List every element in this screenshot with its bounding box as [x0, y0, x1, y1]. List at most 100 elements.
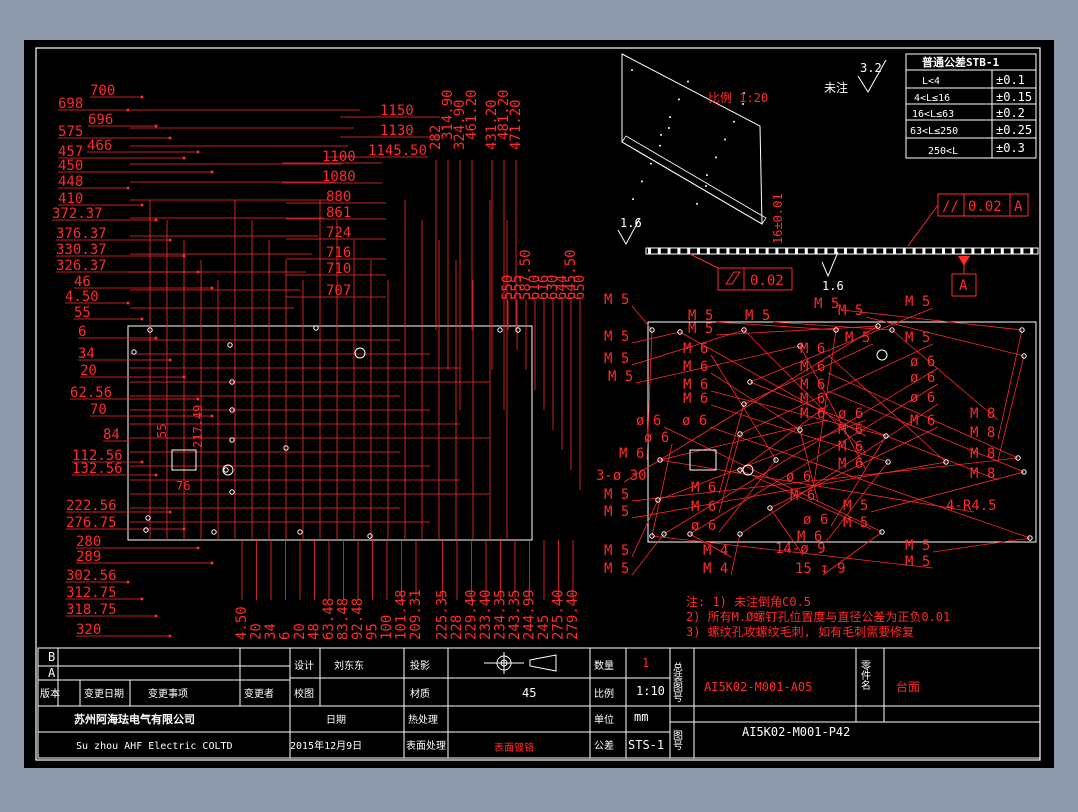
holes	[131, 69, 1034, 541]
side-tick-30	[942, 248, 945, 254]
side-tick-32	[961, 248, 965, 254]
label-drawing-no: 图号	[671, 730, 683, 751]
hole-leader-38	[749, 381, 999, 481]
hole-right-13	[797, 427, 803, 433]
hole-leader-9	[749, 307, 934, 383]
side-tick-9	[736, 248, 740, 254]
hole-label-4: M 5	[688, 308, 713, 324]
hole-label-3: M 5	[608, 369, 633, 385]
hole-right-11	[737, 431, 743, 437]
mid-dim-3: 1145.50	[368, 143, 427, 159]
hole-label-48: M 5	[843, 515, 868, 531]
hole-label-22: ø 6	[910, 354, 935, 370]
hole-right-7	[1019, 327, 1025, 333]
rough-mid-value: 1.6	[822, 279, 844, 293]
bottom-dim-16: 233.40	[478, 589, 494, 640]
hole-leader-23	[689, 383, 939, 535]
hole-right-12	[773, 457, 779, 463]
parallelism-symbol: //	[942, 199, 959, 215]
hole-label-52: M 4	[703, 543, 728, 559]
hole-label-17: M 6	[800, 359, 825, 375]
label-material: 材质	[410, 687, 430, 700]
scale-value: 1:10	[636, 684, 665, 698]
hole-left-5	[229, 379, 235, 385]
hole-label-45: M 5	[604, 504, 629, 520]
mid-dim-4: 1080	[322, 169, 356, 185]
left-dim-28: 302.56	[66, 568, 117, 584]
left-dim-tick-10	[168, 238, 172, 242]
left-dim-tick-1	[140, 95, 144, 99]
hole-leader-28	[651, 443, 673, 537]
bottom-dim-20: 245	[536, 615, 552, 640]
hole-label-21: ø 6	[838, 406, 863, 422]
right-vdim-2: 587.50	[518, 249, 534, 300]
side-tick-21	[853, 248, 857, 254]
hole-left-16	[229, 489, 235, 495]
iso-hole-3	[742, 102, 744, 105]
hole-left-15	[515, 327, 521, 333]
tol-value-1: ±0.15	[996, 90, 1032, 104]
hole-label-13: M 6	[683, 359, 708, 375]
tol-value-3: ±0.25	[996, 123, 1032, 137]
hole-left-4	[313, 325, 319, 331]
hole-leader-11	[739, 343, 934, 435]
hole-label-0: M 5	[604, 292, 629, 308]
label-scale: 比例	[594, 687, 614, 700]
bottom-dim-9: 95	[365, 623, 381, 640]
hole-label-32: M 6	[838, 456, 863, 472]
roughness-symbol: 3.2	[857, 59, 887, 93]
label-tolerance: 公差	[594, 739, 614, 752]
designer-name: 刘东东	[334, 659, 364, 672]
hole-leader-18	[827, 390, 1025, 473]
hole-left-3	[354, 347, 366, 359]
side-tick-18	[824, 248, 828, 254]
hole-leader-15	[710, 404, 889, 463]
left-dim-27: 289	[76, 549, 101, 565]
hole-leader-39	[718, 403, 745, 495]
bottom-dim-10: 100	[379, 615, 395, 640]
right-vdim-6: 644	[554, 275, 570, 300]
hole-leader-7	[841, 309, 1023, 331]
scale-note: 比例 1:20	[708, 91, 768, 105]
side-tick-36	[1000, 248, 1004, 254]
left-dim-0: 698	[58, 96, 83, 112]
tolerance-value: STS-1	[628, 738, 664, 752]
hole-label-51: M 5	[604, 561, 629, 577]
hole-leader-1	[631, 331, 681, 344]
hole-label-14: M 6	[683, 377, 708, 393]
hole-left-10	[143, 527, 149, 533]
hole-label-34: 3-ø 30	[596, 468, 647, 484]
left-dim-tick-26	[196, 546, 200, 550]
iso-hole-2	[705, 184, 707, 187]
hole-left-14	[497, 327, 503, 333]
hole-leader-3	[635, 345, 801, 384]
tol-value-0: ±0.1	[996, 73, 1025, 87]
hole-left-1	[147, 327, 153, 333]
bottom-dim-2: 34	[263, 623, 279, 640]
projection-symbol-icon	[484, 652, 557, 674]
hole-label-37: M 8	[970, 446, 995, 462]
left-dim-tick-0	[126, 108, 130, 112]
hole-right-24	[737, 531, 743, 537]
side-tick-13	[775, 248, 779, 254]
hole-left-13	[367, 533, 373, 539]
top-vdim-5: 481.20	[496, 89, 512, 140]
hole-left-large	[222, 464, 234, 476]
left-dim-19: 62.56	[70, 385, 112, 401]
hole-label-42: M 6	[790, 488, 815, 504]
hole-label-8: M 5	[838, 303, 863, 319]
left-dim-2: 696	[88, 112, 113, 128]
left-dim-tick-19	[196, 397, 200, 401]
side-tick-29	[932, 248, 936, 254]
roughness-note: 未注	[824, 80, 848, 95]
hole-label-30: M 6	[838, 422, 863, 438]
bottom-dim-3: 6	[278, 632, 294, 640]
side-tick-35	[991, 248, 994, 254]
hole-right-large-2	[742, 464, 754, 476]
left-dim-20: 70	[90, 402, 107, 418]
hole-leader-44	[824, 461, 889, 544]
left-dim-tick-30	[154, 614, 158, 618]
hole-leader-43	[830, 435, 887, 527]
hole-left-8	[223, 467, 229, 473]
